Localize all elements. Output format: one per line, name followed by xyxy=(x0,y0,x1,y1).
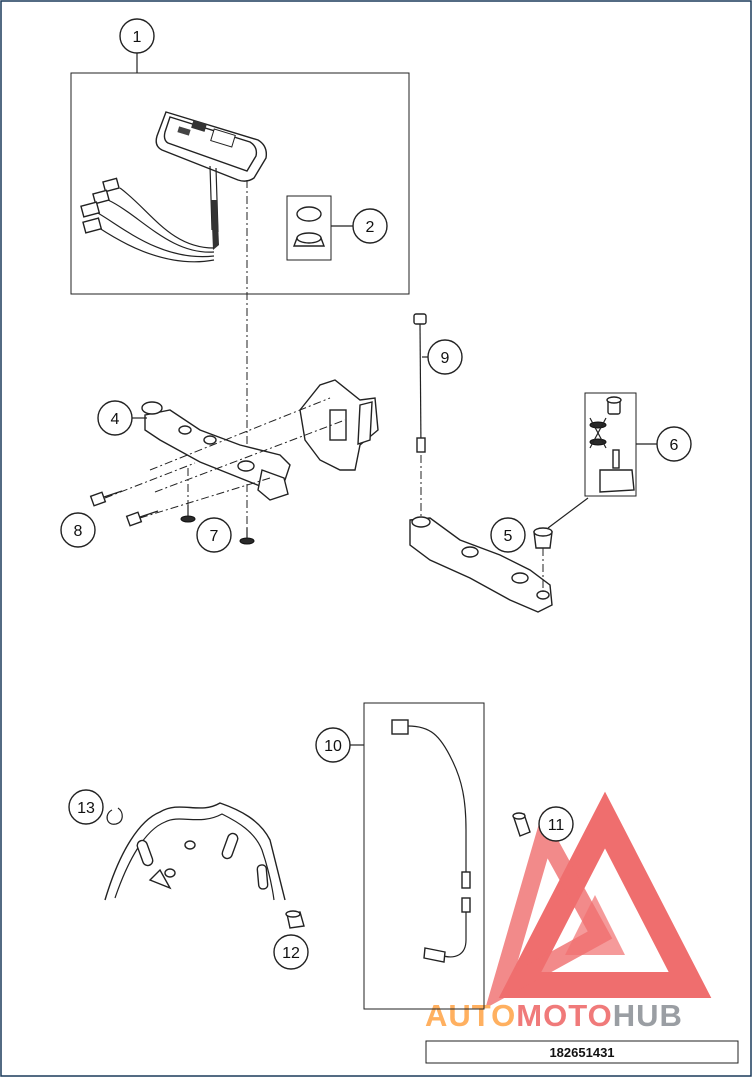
callout-7: 7 xyxy=(196,517,232,553)
svg-text:6: 6 xyxy=(670,437,679,454)
watermark-moto: MOTO xyxy=(516,998,612,1033)
watermark-hub: HUB xyxy=(613,998,683,1033)
svg-text:2: 2 xyxy=(366,219,375,236)
watermark-auto: AUTO xyxy=(425,998,516,1033)
o-ring xyxy=(296,206,322,222)
svg-text:7: 7 xyxy=(210,528,219,545)
circlip-13 xyxy=(106,807,123,825)
bushing-5 xyxy=(533,527,553,549)
callout-6: 6 xyxy=(656,426,692,462)
nut-12 xyxy=(285,910,305,929)
screw-7b xyxy=(239,528,255,545)
drawing-number: 182651431 xyxy=(549,1045,614,1060)
svg-text:5: 5 xyxy=(504,528,513,545)
mounting-bracket xyxy=(141,379,379,501)
svg-text:4: 4 xyxy=(111,411,120,428)
svg-text:9: 9 xyxy=(441,350,450,367)
callout-4: 4 xyxy=(97,400,133,436)
drawing-number-box xyxy=(425,1040,739,1064)
clip-11 xyxy=(512,812,531,837)
callout-8: 8 xyxy=(60,512,96,548)
part-2-box xyxy=(286,195,332,261)
screw-7a xyxy=(180,505,196,523)
wiring-harness xyxy=(80,177,215,263)
watermark-text: AUTOMOTOHUB xyxy=(425,998,683,1033)
watermark-logo xyxy=(485,791,712,1009)
callout-1: 1 xyxy=(119,18,155,54)
callout-9: 9 xyxy=(427,339,463,375)
svg-text:13: 13 xyxy=(77,800,95,817)
svg-text:10: 10 xyxy=(324,738,342,755)
callout-2: 2 xyxy=(352,208,388,244)
screw-8a xyxy=(89,490,123,507)
svg-text:11: 11 xyxy=(548,817,565,834)
callout-13: 13 xyxy=(68,789,104,825)
svg-text:8: 8 xyxy=(74,523,83,540)
callout-12: 12 xyxy=(273,934,309,970)
brake-disc xyxy=(104,802,286,901)
callout-10: 10 xyxy=(315,727,351,763)
speedo-cable xyxy=(413,313,427,453)
svg-text:12: 12 xyxy=(282,945,300,962)
screw-8b xyxy=(125,510,159,527)
callout-11: 11 xyxy=(538,806,574,842)
callout-5: 5 xyxy=(490,517,526,553)
adjuster-parts xyxy=(589,396,635,493)
display-unit xyxy=(155,111,268,250)
part-1-group-box xyxy=(70,72,410,295)
wheel-sensor-cable xyxy=(391,719,471,963)
svg-text:1: 1 xyxy=(133,29,142,46)
lower-bracket xyxy=(409,516,553,613)
part-10-box xyxy=(363,702,485,1010)
